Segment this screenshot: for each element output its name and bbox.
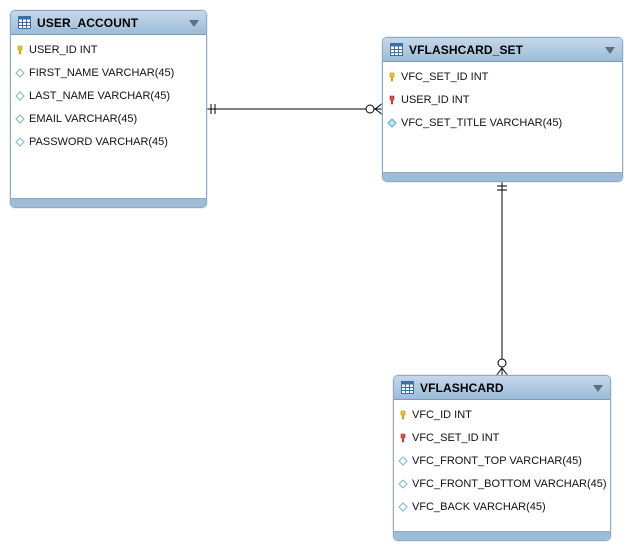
column-label: VFC_ID INT: [412, 408, 472, 421]
entity-title: VFLASHCARD: [420, 380, 504, 395]
column-row-foreign-key[interactable]: VFC_SET_ID INT: [394, 426, 610, 449]
column-row-foreign-key[interactable]: USER_ID INT: [383, 88, 622, 111]
primary-key-icon: [389, 72, 395, 81]
entity-footer-bar: [11, 198, 206, 207]
entity-title: VFLASHCARD_SET: [409, 42, 524, 57]
foreign-key-icon: [400, 433, 406, 442]
entity-column-list: VFC_ID INT VFC_SET_ID INT VFC_FRONT_TOP …: [394, 400, 610, 532]
crows-foot-prong: [495, 367, 503, 377]
attribute-diamond-icon: [15, 90, 25, 101]
collapse-arrow-icon[interactable]: [604, 44, 616, 56]
entity-title: USER_ACCOUNT: [37, 15, 139, 30]
column-row-attribute[interactable]: VFC_SET_TITLE VARCHAR(45): [383, 111, 622, 134]
entity-header[interactable]: USER_ACCOUNT: [11, 11, 206, 35]
relationship-vflashcard-set-to-vflashcard[interactable]: [495, 181, 509, 377]
crows-foot-prong: [374, 108, 384, 116]
column-label: FIRST_NAME VARCHAR(45): [29, 66, 175, 79]
attribute-diamond-icon: [15, 113, 25, 124]
entity-vflashcard-set[interactable]: VFLASHCARD_SET VFC_SET_ID INT USER_ID IN…: [382, 37, 623, 182]
column-label: VFC_SET_TITLE VARCHAR(45): [401, 116, 563, 129]
collapse-arrow-icon[interactable]: [188, 17, 200, 29]
column-label: LAST_NAME VARCHAR(45): [29, 89, 170, 102]
column-row-primary-key[interactable]: VFC_ID INT: [394, 403, 610, 426]
entity-vflashcard[interactable]: VFLASHCARD VFC_ID INT VFC_SET_ID INT: [393, 375, 611, 541]
column-row-attribute[interactable]: VFC_FRONT_BOTTOM VARCHAR(45): [394, 472, 610, 495]
entity-footer-bar: [383, 172, 622, 181]
attribute-diamond-icon: [398, 478, 408, 489]
relationship-user-account-to-vflashcard-set[interactable]: [206, 102, 384, 116]
column-row-attribute[interactable]: EMAIL VARCHAR(45): [11, 107, 206, 130]
optional-zero-circle: [365, 104, 375, 114]
column-label: EMAIL VARCHAR(45): [29, 112, 138, 125]
attribute-diamond-icon: [387, 117, 397, 128]
column-label: PASSWORD VARCHAR(45): [29, 135, 168, 148]
column-row-attribute[interactable]: VFC_BACK VARCHAR(45): [394, 495, 610, 518]
entity-footer-bar: [394, 531, 610, 540]
attribute-diamond-icon: [15, 67, 25, 78]
entity-header[interactable]: VFLASHCARD_SET: [383, 38, 622, 62]
column-label: USER_ID INT: [29, 43, 98, 56]
column-label: VFC_FRONT_TOP VARCHAR(45): [412, 454, 582, 467]
entity-user-account[interactable]: USER_ACCOUNT USER_ID INT FIRST_NAME VARC…: [10, 10, 207, 208]
table-icon: [401, 381, 414, 394]
column-label: VFC_FRONT_BOTTOM VARCHAR(45): [412, 477, 607, 490]
column-label: VFC_BACK VARCHAR(45): [412, 500, 546, 513]
table-icon: [18, 16, 31, 29]
attribute-diamond-icon: [15, 136, 25, 147]
foreign-key-icon: [389, 95, 395, 104]
crows-foot-prong: [501, 367, 509, 377]
attribute-diamond-icon: [398, 501, 408, 512]
column-label: USER_ID INT: [401, 93, 470, 106]
column-label: VFC_SET_ID INT: [401, 70, 489, 83]
column-label: VFC_SET_ID INT: [412, 431, 500, 444]
column-row-primary-key[interactable]: VFC_SET_ID INT: [383, 65, 622, 88]
attribute-diamond-icon: [398, 455, 408, 466]
column-row-attribute[interactable]: FIRST_NAME VARCHAR(45): [11, 61, 206, 84]
entity-header[interactable]: VFLASHCARD: [394, 376, 610, 400]
column-row-attribute[interactable]: VFC_FRONT_TOP VARCHAR(45): [394, 449, 610, 472]
primary-key-icon: [17, 45, 23, 54]
column-row-attribute[interactable]: PASSWORD VARCHAR(45): [11, 130, 206, 153]
table-icon: [390, 43, 403, 56]
column-row-attribute[interactable]: LAST_NAME VARCHAR(45): [11, 84, 206, 107]
entity-column-list: USER_ID INT FIRST_NAME VARCHAR(45) LAST_…: [11, 35, 206, 199]
crows-foot-prong: [374, 102, 384, 110]
primary-key-icon: [400, 410, 406, 419]
column-row-primary-key[interactable]: USER_ID INT: [11, 38, 206, 61]
optional-zero-circle: [497, 358, 507, 368]
collapse-arrow-icon[interactable]: [592, 382, 604, 394]
entity-column-list: VFC_SET_ID INT USER_ID INT VFC_SET_TITLE…: [383, 62, 622, 173]
